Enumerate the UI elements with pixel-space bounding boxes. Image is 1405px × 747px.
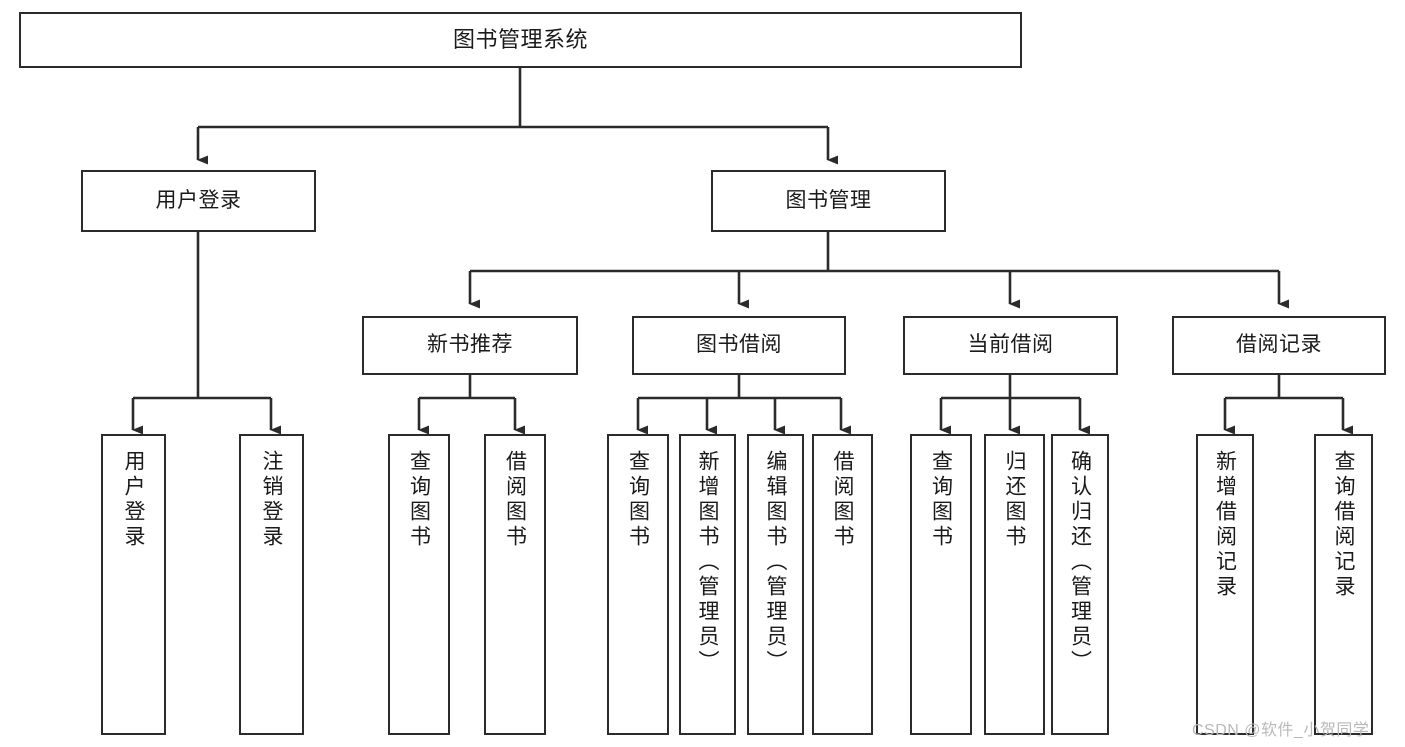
node-label: 用户登录 (122, 450, 145, 550)
node-label: 新书推荐 (427, 333, 513, 357)
node-label: 新增借阅记录 (1213, 450, 1237, 600)
node-label: 用户登录 (155, 188, 242, 212)
node-label: 查询借阅记录 (1332, 450, 1355, 600)
node-book-borrow[interactable]: 图书借阅 (632, 316, 846, 375)
node-user-login[interactable]: 用户登录 (81, 170, 316, 232)
leaf-return-book[interactable]: 归还图书 (984, 434, 1045, 735)
leaf-borrow-book[interactable]: 借阅图书 (812, 434, 873, 735)
node-label: 编辑图书（管理员） (764, 450, 787, 675)
node-borrow-record[interactable]: 借阅记录 (1172, 316, 1386, 375)
leaf-logout[interactable]: 注销登录 (239, 434, 304, 735)
node-label: 注销登录 (260, 450, 283, 550)
node-label: 借阅图书 (831, 450, 854, 550)
leaf-query-borrow-record[interactable]: 查询借阅记录 (1314, 434, 1373, 735)
node-new-book-recommend[interactable]: 新书推荐 (362, 316, 578, 375)
node-current-borrow[interactable]: 当前借阅 (903, 316, 1118, 375)
leaf-borrow-book-recommend[interactable]: 借阅图书 (484, 434, 546, 735)
leaf-confirm-return-admin[interactable]: 确认归还（管理员） (1051, 434, 1109, 735)
node-label: 查询图书 (407, 450, 431, 550)
node-label: 借阅记录 (1236, 333, 1322, 357)
node-label: 查询图书 (929, 450, 953, 550)
node-root-system[interactable]: 图书管理系统 (19, 12, 1022, 68)
node-label: 当前借阅 (967, 333, 1054, 357)
node-label: 借阅图书 (503, 450, 527, 550)
node-label: 新增图书（管理员） (696, 450, 719, 675)
leaf-query-book-current[interactable]: 查询图书 (910, 434, 972, 735)
node-book-management[interactable]: 图书管理 (711, 170, 946, 232)
node-label: 图书管理 (785, 188, 872, 212)
leaf-query-book-borrow[interactable]: 查询图书 (607, 434, 669, 735)
node-label: 归还图书 (1003, 450, 1026, 550)
node-label: 查询图书 (626, 450, 650, 550)
node-label: 图书管理系统 (452, 27, 588, 53)
leaf-add-borrow-record[interactable]: 新增借阅记录 (1196, 434, 1254, 735)
watermark-text: CSDN @软件_小贺同学 (1192, 722, 1370, 739)
leaf-add-book-admin[interactable]: 新增图书（管理员） (679, 434, 736, 735)
leaf-user-login[interactable]: 用户登录 (101, 434, 166, 735)
leaf-query-book-recommend[interactable]: 查询图书 (388, 434, 450, 735)
leaf-edit-book-admin[interactable]: 编辑图书（管理员） (747, 434, 804, 735)
node-label: 确认归还（管理员） (1068, 450, 1092, 675)
node-label: 图书借阅 (696, 333, 782, 357)
